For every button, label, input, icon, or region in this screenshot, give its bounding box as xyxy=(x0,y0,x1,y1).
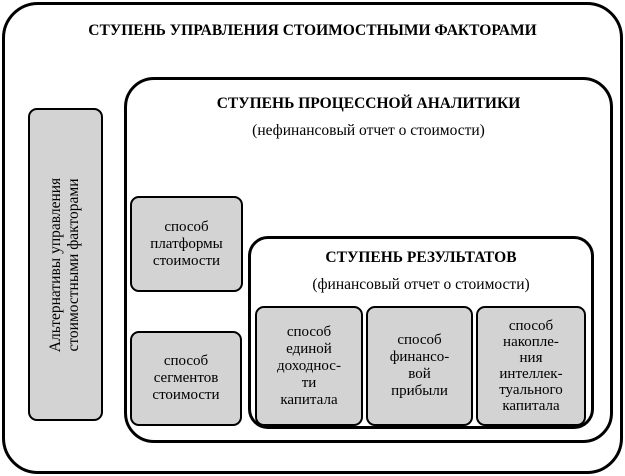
alternatives-line: стоимостными факторами xyxy=(65,177,83,352)
method-line: стоимости xyxy=(152,252,221,269)
method-line: способ xyxy=(164,218,209,235)
stage-title: СТУПЕНЬ УПРАВЛЕНИЯ СТОИМОСТНЫМИ ФАКТОРАМ… xyxy=(88,22,537,39)
method-financial-profit: способ финансо- вой прибыли xyxy=(366,306,473,426)
method-line: вой xyxy=(408,366,431,382)
method-unified-capital-yield: способ единой доходнос- ти капитала xyxy=(255,306,363,426)
method-line: способ xyxy=(397,332,442,348)
method-line: способ xyxy=(508,318,554,334)
alternatives-label: Альтернативы управления стоимостными фак… xyxy=(48,177,84,351)
alternatives-line: Альтернативы управления xyxy=(47,177,65,352)
alternatives-box: Альтернативы управления стоимостными фак… xyxy=(28,108,103,421)
method-line: способ xyxy=(163,353,209,369)
method-line: накопле- xyxy=(503,334,559,350)
method-line: интеллек- xyxy=(499,366,563,382)
method-intellectual-capital: способ накопле- ния интеллек- туального … xyxy=(476,306,586,426)
process-subtitle: (нефинансовый отчет о стоимости) xyxy=(252,122,485,139)
method-line: капитала xyxy=(502,398,560,414)
method-line: стоимости xyxy=(152,387,220,403)
method-value-segments: способ сегментов стоимости xyxy=(130,331,242,426)
process-title: СТУПЕНЬ ПРОЦЕССНОЙ АНАЛИТИКИ xyxy=(216,95,521,112)
method-line: туального xyxy=(499,382,563,398)
method-line: единой xyxy=(286,340,332,357)
method-value-platform: способ платформы стоимости xyxy=(130,196,243,292)
method-line: капитала xyxy=(280,391,338,408)
results-subtitle: (финансовый отчет о стоимости) xyxy=(312,276,530,293)
method-line: ти xyxy=(301,374,317,391)
method-line: финансо- xyxy=(389,349,450,365)
method-line: сегментов xyxy=(153,370,219,386)
method-line: способ xyxy=(286,323,332,340)
method-line: платформы xyxy=(150,235,223,252)
results-title: СТУПЕНЬ РЕЗУЛЬТАТОВ xyxy=(325,249,517,266)
method-line: прибыли xyxy=(391,383,448,399)
method-line: ния xyxy=(519,350,543,366)
method-line: доходнос- xyxy=(277,357,341,374)
